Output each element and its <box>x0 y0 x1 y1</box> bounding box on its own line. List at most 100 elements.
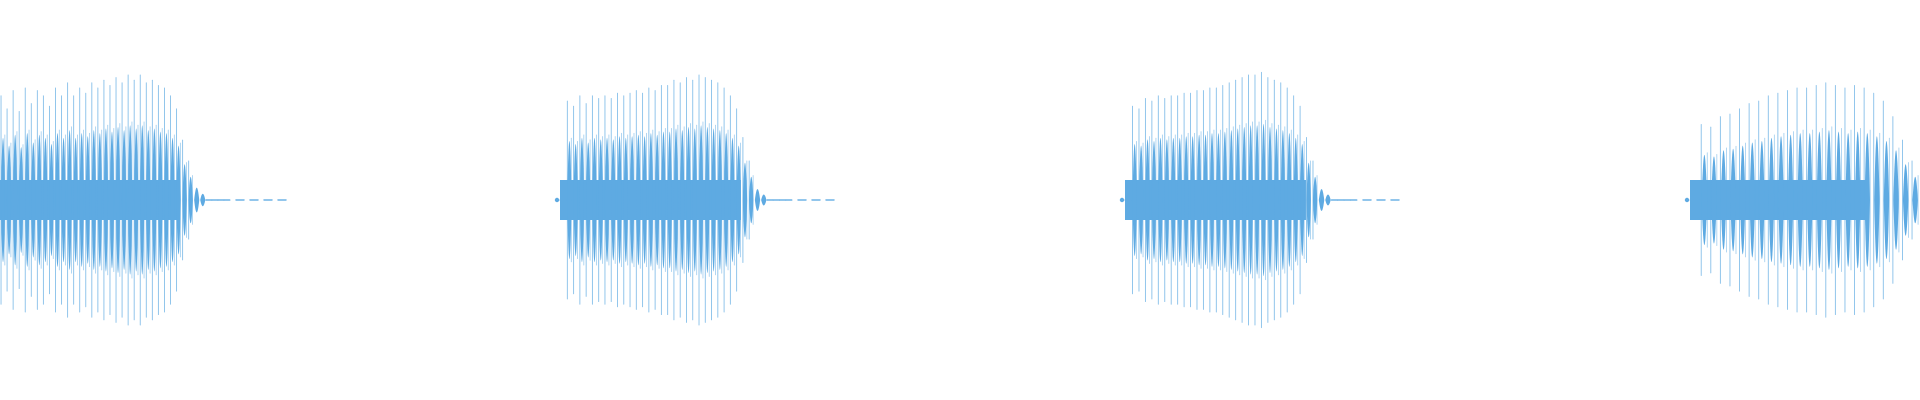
waveform-decay-lobe <box>1325 194 1331 206</box>
waveform-onset-dot <box>1119 197 1125 203</box>
waveform-cycle <box>1280 130 1286 270</box>
waveform-cycle <box>103 128 109 272</box>
waveform-cycle <box>1701 154 1708 246</box>
waveform-cycle <box>1203 134 1208 266</box>
waveform-cycle <box>6 145 12 255</box>
waveform-cycle <box>1306 162 1311 238</box>
waveform-burst <box>0 74 287 326</box>
waveform-cycle <box>1749 142 1755 258</box>
waveform-burst <box>554 74 835 326</box>
waveform-cycle <box>1287 133 1292 267</box>
waveform-cycle <box>1242 126 1247 274</box>
waveform-cycle <box>692 128 698 272</box>
waveform-cycle <box>1274 128 1279 272</box>
waveform-cycle <box>31 142 36 258</box>
waveform-cycle <box>127 125 133 275</box>
waveform-cycle <box>1235 128 1240 272</box>
waveform-cycle <box>1883 140 1890 260</box>
waveform-cycle <box>1864 133 1870 267</box>
waveform-cycle <box>673 128 679 272</box>
waveform-cycle <box>73 137 78 263</box>
waveform-cycle <box>61 137 66 263</box>
waveform-cycle <box>742 162 748 238</box>
waveform-cycle <box>567 140 572 260</box>
waveform-cycle <box>1855 131 1861 269</box>
waveform-cycle <box>1720 150 1727 250</box>
waveform-cycle <box>170 137 175 263</box>
waveform-cycle <box>667 131 672 269</box>
waveform-cycle <box>133 128 139 272</box>
waveform-cycle <box>1912 176 1918 224</box>
waveform-cycle <box>1267 126 1273 274</box>
waveform-decay-lobe <box>1318 189 1325 211</box>
waveform-cycle <box>158 131 163 269</box>
waveform-cycle <box>711 128 716 272</box>
waveform-cycle <box>152 128 157 272</box>
waveform-cycle <box>698 125 704 275</box>
waveform-cycle <box>1184 136 1189 264</box>
waveform-burst <box>1684 82 1919 318</box>
waveform-cycle <box>1158 137 1163 263</box>
waveform-cycle <box>736 145 741 255</box>
waveform-cycle <box>12 134 18 266</box>
waveform-decay-lobe <box>761 194 767 206</box>
waveform-cycle <box>1778 136 1784 264</box>
waveform-cycle <box>91 130 97 270</box>
waveform-cycle <box>573 144 578 256</box>
waveform-cycle <box>49 144 54 256</box>
waveform-cycle <box>1151 140 1157 260</box>
waveform-cycle <box>1300 144 1305 256</box>
waveform-cycle <box>18 147 24 253</box>
waveform-cycle <box>25 133 30 267</box>
waveform-cycle <box>0 137 6 263</box>
waveform-cycle <box>1835 131 1842 269</box>
waveform-cycle <box>115 126 121 274</box>
waveform-cycle <box>1145 139 1150 261</box>
waveform-cycle <box>164 133 169 267</box>
waveform-decay-lobe <box>754 189 761 211</box>
waveform-cycle <box>1177 137 1182 263</box>
waveform-cycle <box>1845 133 1851 267</box>
waveform-cycle <box>140 125 145 275</box>
waveform-cycle <box>611 139 616 261</box>
waveform-cycle <box>598 139 603 261</box>
waveform-cycle <box>1254 125 1260 275</box>
waveform-cycle <box>182 164 187 236</box>
waveform-cycle <box>1312 176 1318 224</box>
waveform-onset-dot <box>554 197 560 203</box>
waveform-cycle <box>730 137 735 263</box>
waveform-cycle <box>579 137 585 263</box>
waveform-onset-dot <box>1684 197 1690 203</box>
waveform-cycle <box>642 136 647 264</box>
waveform-cycle <box>1730 148 1736 252</box>
waveform-cycle <box>717 130 723 270</box>
waveform-cycle <box>43 137 48 263</box>
waveform-cycle <box>661 131 666 269</box>
waveform-cycle <box>648 133 654 267</box>
waveform-cycle <box>1209 133 1215 267</box>
waveform-cycle <box>1132 144 1137 256</box>
waveform-cycle <box>1826 130 1832 270</box>
waveform-cycle <box>723 133 729 267</box>
waveform-cycle <box>1248 125 1253 275</box>
waveform-cycle <box>1171 137 1176 263</box>
waveform-cycle <box>1190 136 1195 264</box>
waveform-cycle <box>1216 133 1221 267</box>
waveform-cycle <box>705 126 710 274</box>
waveform-cycle <box>1807 133 1813 267</box>
waveform-cycle <box>1261 123 1266 277</box>
waveform-cycle <box>1816 131 1823 269</box>
waveform-cycle <box>1293 137 1298 263</box>
waveform-cycle <box>37 134 42 266</box>
waveform-cycle <box>617 136 622 264</box>
waveform-cycle <box>604 137 610 263</box>
waveform-cycle <box>629 136 635 264</box>
waveform-cycle <box>749 176 754 224</box>
waveform-cycle <box>176 145 181 255</box>
waveform-cycle <box>85 136 90 264</box>
waveform-cycle <box>654 134 660 266</box>
waveform-cycle <box>79 133 84 267</box>
waveform-cycle <box>1768 137 1775 263</box>
